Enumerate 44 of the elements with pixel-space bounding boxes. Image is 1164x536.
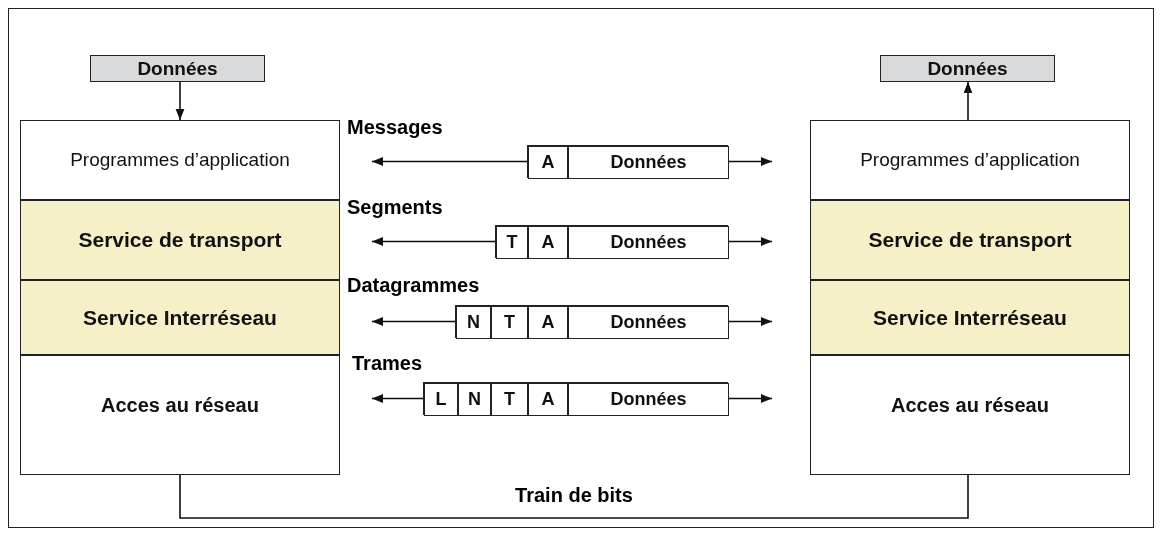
- layer-unit-label: Trames: [352, 352, 423, 375]
- data-tag: Données: [880, 55, 1055, 82]
- packet-header: A: [528, 146, 568, 179]
- packet-header: N: [458, 383, 491, 416]
- layer-band: Acces au réseau: [810, 355, 1130, 475]
- packet-header: T: [491, 306, 528, 339]
- layer-unit-label: Messages: [347, 116, 443, 139]
- packet-header: A: [528, 306, 568, 339]
- packet-payload: Données: [568, 306, 729, 339]
- arrow: [371, 317, 456, 326]
- layer-band: Service de transport: [810, 200, 1130, 280]
- packet-frame: [423, 382, 728, 415]
- packet-header: N: [456, 306, 491, 339]
- packet-frame: [455, 305, 728, 338]
- layer-band: Service Interréseau: [810, 280, 1130, 355]
- arrow: [963, 81, 973, 121]
- arrow: [371, 237, 496, 246]
- edge-label: Train de bits: [514, 484, 634, 507]
- arrow: [371, 157, 528, 166]
- data-tag: Données: [90, 55, 265, 82]
- packet-header: A: [528, 226, 568, 259]
- layer-band: Acces au réseau: [20, 355, 340, 475]
- arrow: [727, 237, 773, 246]
- connector-line: [179, 474, 969, 519]
- packet-payload: Données: [568, 226, 729, 259]
- layer-band: Programmes d’application: [20, 120, 340, 200]
- arrow: [727, 317, 773, 326]
- packet-payload: Données: [568, 146, 729, 179]
- layer-unit-label: Segments: [347, 196, 443, 219]
- arrow: [727, 157, 773, 166]
- arrow: [727, 394, 773, 403]
- packet-header: T: [491, 383, 528, 416]
- packet-frame: [495, 225, 728, 258]
- layer-unit-label: Datagrammes: [347, 274, 480, 297]
- packet-frame: [527, 145, 728, 178]
- layer-band: Service de transport: [20, 200, 340, 280]
- packet-header: A: [528, 383, 568, 416]
- arrow: [371, 394, 424, 403]
- packet-header: L: [424, 383, 458, 416]
- arrow: [175, 81, 185, 121]
- layer-band: Programmes d’application: [810, 120, 1130, 200]
- packet-header: T: [496, 226, 528, 259]
- packet-payload: Données: [568, 383, 729, 416]
- layer-band: Service Interréseau: [20, 280, 340, 355]
